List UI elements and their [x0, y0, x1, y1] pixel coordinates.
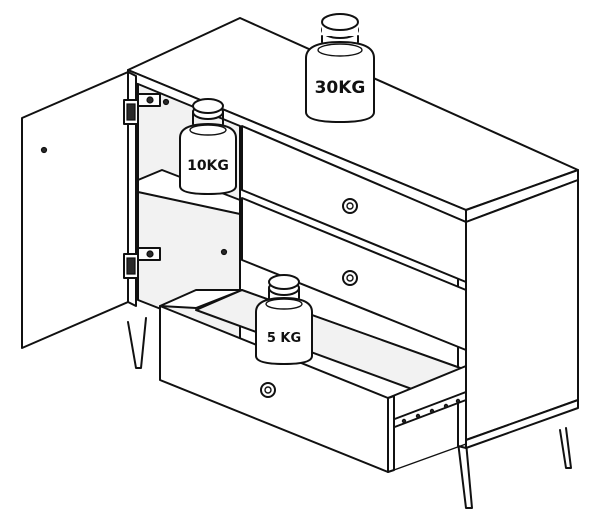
- shelf-pin-hole: [162, 98, 170, 106]
- open-door: [21, 71, 137, 349]
- drawer-top-knob: [342, 198, 358, 214]
- door-panel: [21, 71, 129, 349]
- drawer-bottom-knob: [260, 382, 276, 398]
- hinge-bottom: [123, 247, 161, 279]
- weight-drawer: 5 KG: [255, 274, 313, 365]
- cabinet-side-panel: [465, 179, 579, 441]
- leg-front-right: [457, 441, 473, 509]
- leg-front-left: [127, 317, 147, 369]
- drawer-middle: [241, 197, 467, 351]
- leg-back-right: [559, 427, 572, 469]
- weight-top: 30KG: [305, 13, 375, 123]
- weight-drawer-label: 5 KG: [267, 331, 301, 346]
- weight-top-label: 30KG: [315, 78, 366, 98]
- door-knob-hole: [40, 146, 48, 154]
- hinge-top: [123, 93, 161, 125]
- runner-holes: [401, 398, 461, 424]
- weight-shelf: 10KG: [179, 98, 237, 195]
- shelf-pin-hole: [220, 248, 228, 256]
- drawer-middle-knob: [342, 270, 358, 286]
- legs: [127, 317, 572, 509]
- weight-shelf-label: 10KG: [187, 158, 229, 174]
- drawer-top: [241, 125, 467, 283]
- door-edge: [127, 71, 137, 307]
